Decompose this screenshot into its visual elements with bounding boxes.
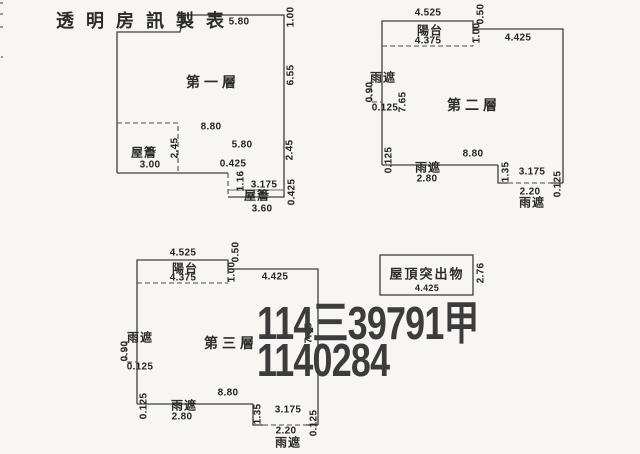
rooftop-dim-height: 2.76 [475,262,487,284]
f1-eave-left-label: 屋簷 [130,145,158,160]
f3-dim-balcony-depth: 1.00 [226,261,238,283]
f2-canopy-bottom-label: 雨遮 [414,160,442,175]
scan-edge-marks [0,2,3,58]
f2-canopy-corner-label: 雨遮 [518,195,546,210]
f3-dim-step-width: 3.175 [274,404,302,416]
f3-dim-canopy-left-height: 0.90 [119,340,131,362]
f1-dim-right-lower: 2.45 [284,139,296,161]
dashed-outlines [117,29,551,426]
f1-dim-eave-right-width: 3.60 [251,203,273,215]
watermark-line2: 1140284 [257,334,390,386]
f3-canopy-bottom-label: 雨遮 [170,398,198,413]
f2-dim-step-height: 1.35 [500,161,512,183]
f3-dim-step-height: 1.35 [252,403,264,425]
f2-dim-roof-width: 4.425 [504,32,532,44]
f1-floor-name: 第一層 [186,74,240,90]
f2-dim-balcony-outer: 4.525 [414,7,442,19]
f2-dim-canopy-corner-width: 2.20 [519,186,541,198]
rooftop-dim-width: 4.425 [414,283,440,293]
f3-canopy-corner-label: 雨遮 [274,435,302,450]
f1-dim-notch-width: 0.425 [219,158,247,170]
f2-dim-step-width: 3.175 [518,166,546,178]
floor2-outline [381,20,564,184]
f3-dim-canopy-bottom-width: 2.80 [171,411,193,423]
document-title: 透明房訊製表 [56,11,236,31]
f2-dim-balcony-depth: 1.00 [471,22,483,44]
rooftop-label: 屋頂突出物 [389,266,465,282]
floor2-canopy-left-dashed [370,81,382,103]
f1-dim-eave-left-height: 2.45 [169,137,181,159]
f2-dim-balcony-step: 0.50 [475,3,487,25]
floor2-balcony-dashed [382,29,474,47]
f3-floor-name: 第三層 [204,335,258,351]
floor1-outline [116,14,285,198]
f3-dim-canopy-corner-side: 0.125 [308,409,320,437]
f3-dim-canopy-corner-width: 2.20 [275,425,297,437]
f3-dim-canopy-left-width: 0.125 [126,361,154,373]
floor3-canopy-left-dashed [125,341,137,363]
f3-balcony-label: 陽台 [171,261,199,276]
f2-dim-bottom-left-step: 0.125 [383,146,395,174]
f2-canopy-left-label: 雨遮 [369,70,397,85]
rooftop-outline [379,254,474,296]
f1-dim-eave-right-side: 0.425 [286,178,298,206]
f3-dim-roof-width: 4.425 [261,271,289,283]
f1-dim-interior-width: 8.80 [200,121,222,133]
f2-dim-left-height: 7.65 [397,91,409,113]
floor3-outline [136,259,319,426]
f1-dim-right-step: 1.00 [285,6,297,28]
f1-dim-interior-width-right: 5.80 [231,139,253,151]
f3-dim-balcony-outer: 4.525 [169,247,197,259]
f3-dim-balcony-step: 0.50 [230,241,242,263]
f3-dim-bottom-left-step: 0.125 [138,392,150,420]
floor1-eave-left-dashed [117,122,179,173]
watermark-line1: 114三39791甲 [257,297,479,349]
f3-canopy-left-label: 雨遮 [126,330,154,345]
f2-floor-name: 第二層 [447,97,501,113]
f1-dim-eave-left-width: 3.00 [139,159,161,171]
f1-dim-right-upper: 6.55 [285,64,297,86]
solid-outlines [116,14,564,426]
f2-dim-canopy-left-width: 0.125 [371,102,399,114]
f3-dim-balcony-inner: 4.375 [169,272,197,284]
f1-dim-top-width: 5.80 [228,16,250,28]
f2-dim-canopy-left-height: 0.90 [364,81,376,103]
f1-dim-eave-right-top: 3.175 [250,179,278,191]
f1-eave-right-label: 屋簷 [243,188,271,203]
f2-dim-canopy-bottom-width: 2.80 [416,173,438,185]
f2-dim-bottom-width: 8.80 [462,148,484,160]
f2-balcony-label: 陽台 [416,23,444,38]
f2-dim-canopy-corner-side: 0.125 [552,170,564,198]
f3-dim-bottom-width: 8.80 [217,387,239,399]
floor3-balcony-dashed [137,269,229,284]
f2-dim-balcony-inner: 4.375 [414,35,442,47]
